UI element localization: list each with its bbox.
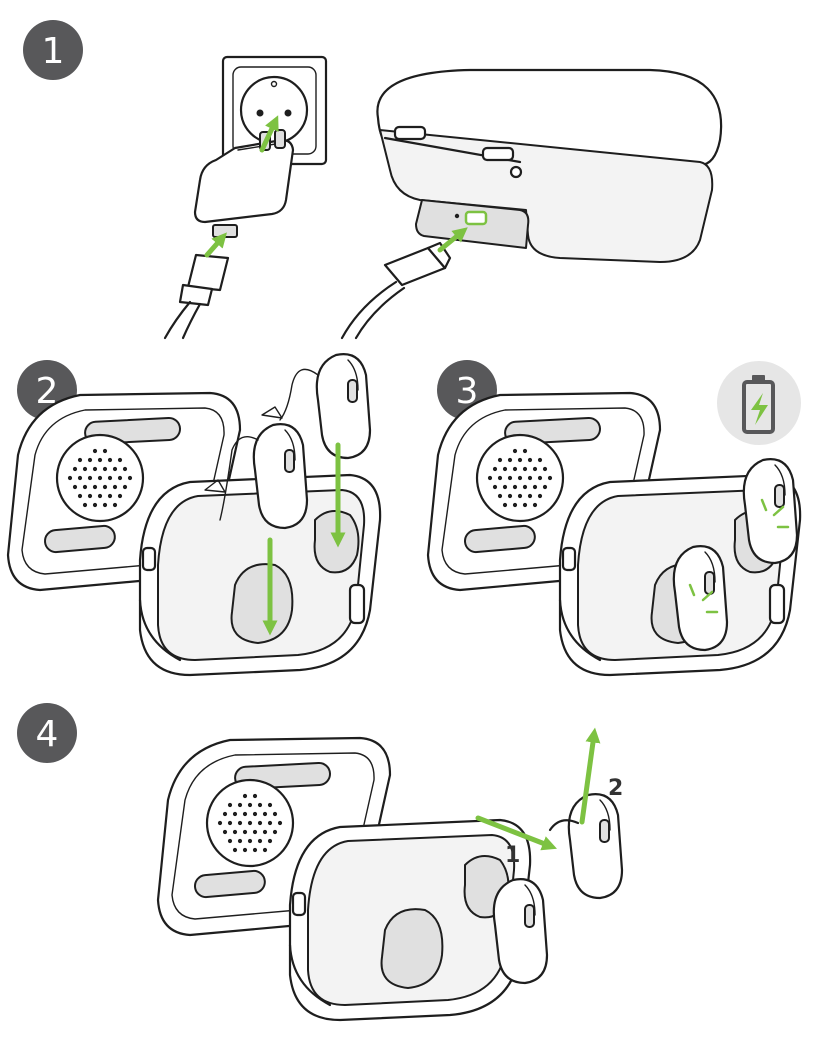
usb-in-case-arrow xyxy=(437,227,468,253)
step-1: 1 xyxy=(23,20,723,340)
step-4-badge xyxy=(17,703,77,763)
usb-cable-case xyxy=(340,241,452,340)
callout-1: 1 xyxy=(505,843,520,868)
step-4: 4 1 2 xyxy=(17,703,624,1022)
push-arrow xyxy=(475,815,557,851)
step-2: 2 xyxy=(6,353,382,677)
charging-case-closed xyxy=(376,68,723,263)
step-4-number: 4 xyxy=(36,714,59,755)
step-1-badge xyxy=(23,20,83,80)
hearing-aid-right xyxy=(261,353,372,460)
battery-charging-icon xyxy=(717,361,801,445)
hearing-aid-left xyxy=(204,423,309,530)
step-2-number: 2 xyxy=(36,371,59,412)
charging-case-charging xyxy=(426,391,802,677)
step-3: 3 xyxy=(426,360,802,677)
step-3-number: 3 xyxy=(456,371,479,412)
power-adapter xyxy=(193,129,295,238)
plug-in-arrow xyxy=(259,115,279,153)
usb-cable-adapter xyxy=(163,253,230,340)
callout-2: 2 xyxy=(608,776,623,801)
lift-arrow xyxy=(579,727,601,825)
usb-in-adapter-arrow xyxy=(204,232,227,258)
charging-case-remove xyxy=(156,736,624,1022)
step-1-number: 1 xyxy=(42,31,65,72)
